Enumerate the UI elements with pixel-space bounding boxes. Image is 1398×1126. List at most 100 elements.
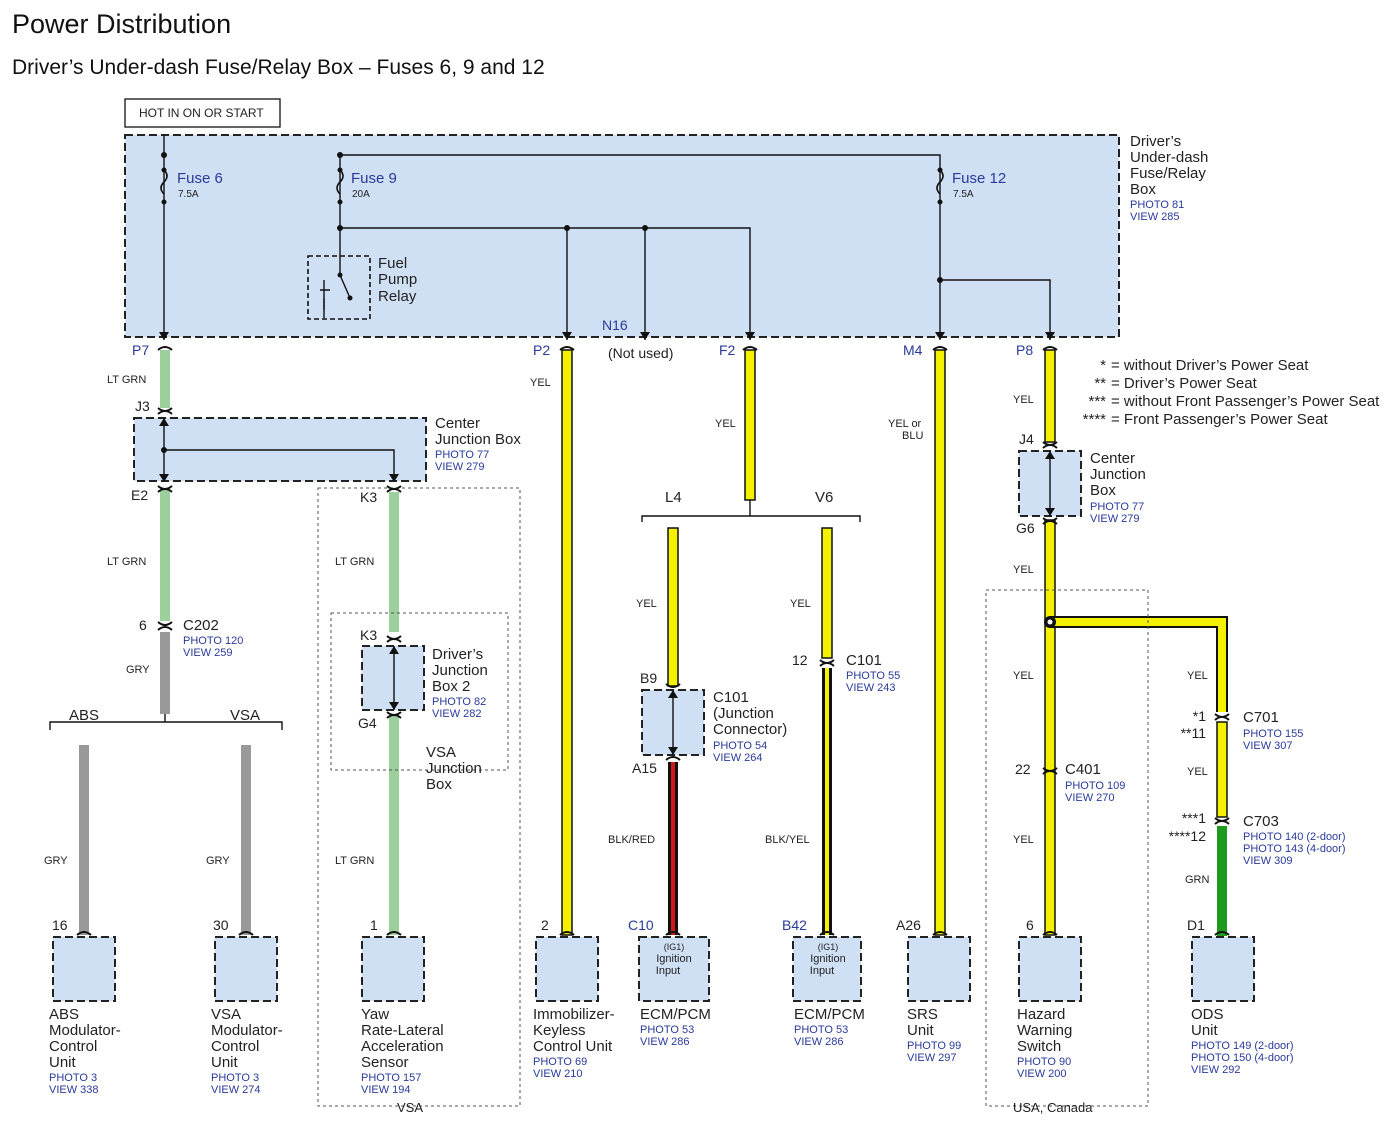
- abs-pin: 16: [52, 917, 68, 933]
- c202-photo: PHOTO 120: [183, 635, 243, 647]
- relay-contact-dot: [337, 272, 343, 278]
- wire-ltgrn-k3: [389, 492, 399, 632]
- pin-g4: G4: [358, 715, 377, 731]
- component-ecm-pcm-b42: B42 (IG1) Ignition Input ECM/PCM PHOTO 5…: [782, 917, 865, 1048]
- vsa-name-4: Unit: [211, 1054, 239, 1071]
- pin-g6: G6: [1016, 520, 1035, 536]
- fuse9-rating: 20A: [352, 189, 370, 200]
- abs-view: VIEW 338: [49, 1084, 99, 1096]
- wire-label-grn: GRN: [1185, 874, 1210, 886]
- legend-key-3: ***: [1088, 393, 1106, 410]
- pin-p7: P7: [132, 342, 149, 358]
- c101-view: VIEW 243: [846, 682, 896, 694]
- vsa-label: VSA: [230, 707, 260, 724]
- wire-yel-v6: [821, 527, 833, 659]
- pin-k3-top: K3: [360, 489, 377, 505]
- component-yaw-sensor: 1 Yaw Rate-Lateral Acceleration Sensor P…: [361, 917, 444, 1096]
- hazard-name-1: Hazard: [1017, 1006, 1065, 1023]
- wire-yel-m4: [934, 349, 946, 936]
- ods-photo-2: PHOTO 150 (4-door): [1191, 1052, 1294, 1064]
- wire-gry-c202: [160, 632, 170, 714]
- legend-key-4: ****: [1083, 411, 1107, 428]
- hazard-name-2: Warning: [1017, 1022, 1072, 1039]
- center-jb-name-1: Center: [435, 415, 480, 432]
- wire-label-ltgrn-1: LT GRN: [107, 374, 146, 386]
- vsa-pin: 30: [213, 917, 229, 933]
- p8-line: [940, 279, 1051, 340]
- ecm-b42-photo: PHOTO 53: [794, 1024, 848, 1036]
- c101jc-name-1: C101: [713, 689, 749, 706]
- ecm-b42-inner-3: Input: [810, 965, 834, 977]
- ecm-b42-name: ECM/PCM: [794, 1006, 865, 1023]
- fuse-box-name-4: Box: [1130, 181, 1156, 198]
- pin-p2: P2: [533, 342, 550, 358]
- c202-label: C202: [183, 617, 219, 634]
- page-subtitle: Driver’s Under-dash Fuse/Relay Box – Fus…: [12, 56, 545, 79]
- fuse-relay-box: [124, 134, 1120, 338]
- srs-name-2: Unit: [907, 1022, 935, 1039]
- wire-yel-g6: [1044, 519, 1056, 936]
- ecm-b42-pin: B42: [782, 917, 807, 933]
- yaw-sensor-box: [361, 936, 425, 1002]
- legend-key-2: **: [1094, 375, 1106, 392]
- ecm-c10-inner-2: Ignition: [656, 953, 691, 965]
- hazard-name-3: Switch: [1017, 1038, 1061, 1055]
- vsa-name-2: Modulator-: [211, 1022, 283, 1039]
- relay-name-2: Pump: [378, 271, 417, 288]
- c703-label: C703: [1243, 813, 1279, 830]
- wire-ltgrn-g4: [389, 715, 399, 935]
- ecm-c10-photo: PHOTO 53: [640, 1024, 694, 1036]
- cjb2-view: VIEW 279: [1090, 513, 1140, 525]
- l4-v6-split: [641, 515, 861, 522]
- srs-photo: PHOTO 99: [907, 1040, 961, 1052]
- abs-label: ABS: [69, 707, 99, 724]
- srs-name-1: SRS: [907, 1006, 938, 1023]
- c401-photo: PHOTO 109: [1065, 780, 1125, 792]
- abs-name-1: ABS: [49, 1006, 79, 1023]
- fuse9-name: Fuse 9: [351, 170, 397, 187]
- ecm-b42-box: [792, 936, 862, 1002]
- c202-view: VIEW 259: [183, 647, 233, 659]
- relay-contact-dot: [347, 295, 353, 301]
- fuse-box-name-1: Driver’s: [1130, 133, 1181, 150]
- ecm-c10-inner-1: (IG1): [664, 942, 685, 952]
- cjb2-arrows: [1045, 451, 1055, 516]
- wire-blkred-stripe: [671, 762, 675, 935]
- vsa-group-label: VSA: [397, 1100, 423, 1115]
- wire-gry-vsa: [241, 745, 251, 935]
- immobilizer-name-3: Control Unit: [533, 1038, 613, 1055]
- pin-n16: N16: [602, 317, 628, 333]
- wire-label-yel-10: YEL: [1187, 766, 1208, 778]
- wire-gry-abs: [79, 745, 89, 935]
- vsa-name-1: VSA: [211, 1006, 241, 1023]
- c701-view: VIEW 307: [1243, 740, 1293, 752]
- ecm-c10-box: [638, 936, 710, 1002]
- wire-ltgrn-p7: [160, 350, 170, 408]
- djb2-name-1: Driver’s: [432, 646, 483, 663]
- wire-yel-p2: [561, 349, 573, 936]
- pin-k3: K3: [360, 627, 377, 643]
- wire-label-yel-5: YEL: [1013, 394, 1034, 406]
- c101jc-view: VIEW 264: [713, 752, 763, 764]
- splice-dot-center: [1047, 619, 1053, 625]
- c401-pin: 22: [1015, 761, 1031, 777]
- c202-pin: 6: [139, 617, 147, 633]
- legend-key-1: *: [1100, 357, 1106, 374]
- fuse12-name: Fuse 12: [952, 170, 1006, 187]
- connector-marks: [157, 346, 1230, 825]
- component-immobilizer: 2 Immobilizer- Keyless Control Unit PHOT…: [533, 917, 615, 1080]
- srs-pin: A26: [896, 917, 921, 933]
- cjb2-name-3: Box: [1090, 482, 1116, 499]
- fuse-box-name-3: Fuse/Relay: [1130, 165, 1206, 182]
- fuse6-name: Fuse 6: [177, 170, 223, 187]
- wire-label-yel-6: YEL: [1013, 564, 1034, 576]
- yaw-name-4: Sensor: [361, 1054, 409, 1071]
- djb2-name-2: Junction: [432, 662, 488, 679]
- immobilizer-box: [535, 936, 599, 1002]
- wire-label-blkyel: BLK/YEL: [765, 834, 810, 846]
- djb2-view: VIEW 282: [432, 708, 482, 720]
- ecm-b42-inner-2: Ignition: [810, 953, 845, 965]
- cjb2-name-2: Junction: [1090, 466, 1146, 483]
- pin-arrows: [159, 332, 1055, 340]
- component-vsa-modulator: 30 VSA Modulator- Control Unit PHOTO 3 V…: [211, 917, 283, 1096]
